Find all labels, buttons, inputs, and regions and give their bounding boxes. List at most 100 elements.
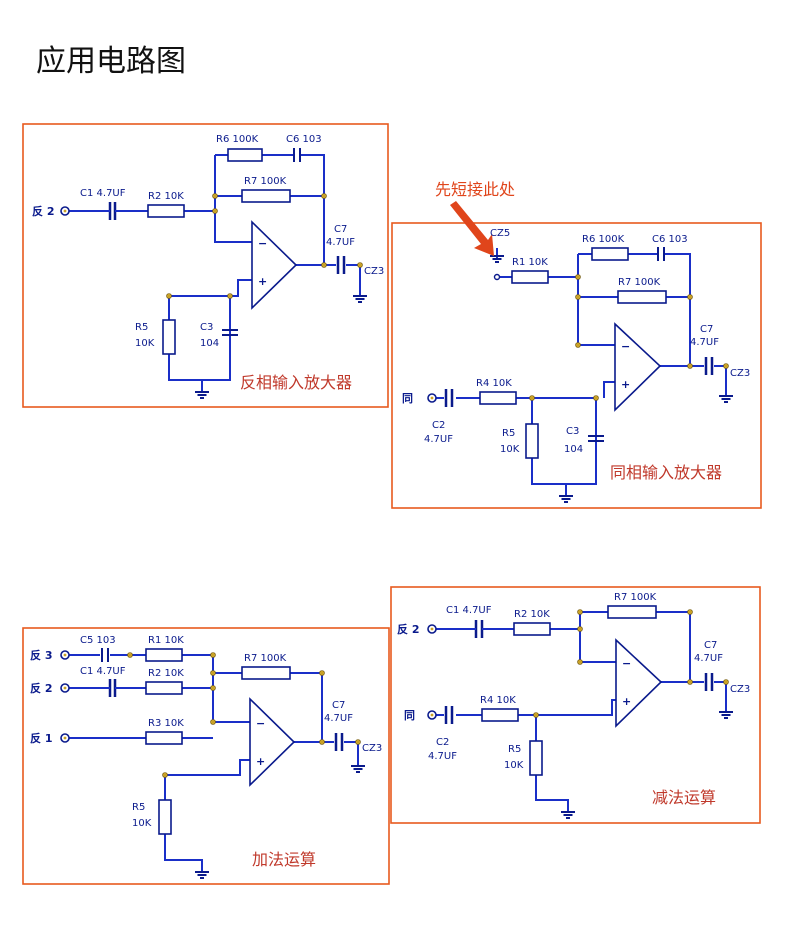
frame xyxy=(22,123,389,408)
label: CZ3 xyxy=(730,368,750,379)
svg-text:−: − xyxy=(256,717,265,730)
op-amp xyxy=(251,220,298,310)
frame xyxy=(22,627,390,885)
label: R5 xyxy=(132,802,145,813)
label: C2 xyxy=(436,737,449,748)
label: CZ3 xyxy=(730,684,750,695)
svg-text:+: + xyxy=(258,275,267,288)
op-amp xyxy=(615,638,663,728)
label: 反 2 xyxy=(32,204,54,218)
capacitor-c1 xyxy=(100,679,124,697)
label: 10K xyxy=(500,444,520,455)
capacitor-c2 xyxy=(444,389,454,407)
label: R5 xyxy=(508,744,521,755)
label: R1 10K xyxy=(148,635,184,646)
label: C7 xyxy=(700,324,713,335)
label: C1 4.7UF xyxy=(446,605,492,616)
label: R5 xyxy=(135,322,148,333)
resistor-r7 xyxy=(241,666,291,680)
label: C1 4.7UF xyxy=(80,666,126,677)
resistor-r4 xyxy=(481,708,519,722)
capacitor-c2 xyxy=(444,706,454,724)
label: R6 100K xyxy=(216,134,259,145)
resistor-r5 xyxy=(525,423,539,459)
svg-text:+: + xyxy=(256,755,265,768)
capacitor-c6 xyxy=(657,247,665,261)
arrow-icon xyxy=(450,201,494,256)
label: 反 2 xyxy=(30,681,52,695)
label: C6 103 xyxy=(286,134,322,145)
resistor-r7 xyxy=(607,605,657,619)
svg-text:−: − xyxy=(622,657,631,670)
label: R1 10K xyxy=(512,257,548,268)
label: 4.7UF xyxy=(326,237,355,248)
label: 4.7UF xyxy=(324,713,353,724)
circuit-caption: 同相输入放大器 xyxy=(610,463,722,482)
svg-text:+: + xyxy=(621,378,630,391)
capacitor-c7 xyxy=(704,357,714,375)
label: R4 10K xyxy=(480,695,516,706)
capacitor-c7 xyxy=(336,256,346,274)
label: 反 2 xyxy=(397,622,419,636)
capacitor-c5 xyxy=(101,648,109,662)
label: R2 10K xyxy=(148,668,184,679)
frame xyxy=(390,586,761,824)
label: R7 100K xyxy=(244,653,287,664)
capacitor-c3 xyxy=(222,329,238,336)
label: R2 10K xyxy=(148,191,184,202)
label: C7 xyxy=(332,700,345,711)
label: C7 xyxy=(704,640,717,651)
op-amp xyxy=(614,322,662,412)
label: C1 4.7UF xyxy=(80,188,126,199)
svg-text:−: − xyxy=(258,237,267,250)
resistor-r6 xyxy=(227,148,263,162)
resistor-r3 xyxy=(145,731,183,745)
op-amp xyxy=(249,697,296,787)
label: 同 xyxy=(402,392,413,405)
label: R6 100K xyxy=(582,234,625,245)
label: C3 xyxy=(200,322,213,333)
capacitor-c1 xyxy=(468,620,492,638)
label: R2 10K xyxy=(514,609,550,620)
label: CZ3 xyxy=(362,743,382,754)
capacitor-c7 xyxy=(704,673,714,691)
label: R4 10K xyxy=(476,378,512,389)
resistor-r1 xyxy=(511,270,549,284)
label: 4.7UF xyxy=(694,653,723,664)
page-title: 应用电路图 xyxy=(36,44,186,79)
resistor-r2 xyxy=(513,622,551,636)
label: R7 100K xyxy=(614,592,657,603)
label: 10K xyxy=(504,760,524,771)
label: R7 100K xyxy=(618,277,661,288)
label: 4.7UF xyxy=(690,337,719,348)
label: C5 103 xyxy=(80,635,116,646)
circuit-caption: 减法运算 xyxy=(652,788,716,807)
subtractor-circuit: −+ 反 2 C1 4.7UF R2 10K R7 100K C7 4.7UF … xyxy=(390,586,761,824)
resistor-r2 xyxy=(147,204,185,218)
circuit-caption: 反相输入放大器 xyxy=(240,373,352,392)
frame xyxy=(391,222,762,509)
adder-circuit: − + 反 3 C5 103 R1 10K 反 2 C1 4.7UF R2 10K… xyxy=(22,627,390,885)
capacitor-c6 xyxy=(293,148,301,162)
label: R3 10K xyxy=(148,718,184,729)
label: 反 1 xyxy=(30,731,52,745)
label: C3 xyxy=(566,426,579,437)
resistor-r4 xyxy=(479,391,517,405)
label: 4.7UF xyxy=(424,434,453,445)
note-text: 先短接此处 xyxy=(435,180,515,199)
label: 10K xyxy=(132,818,152,829)
resistor-r1 xyxy=(145,648,183,662)
capacitor-c1 xyxy=(100,202,124,220)
label: R5 xyxy=(502,428,515,439)
label: 反 3 xyxy=(30,648,52,662)
label: CZ5 xyxy=(490,228,510,239)
resistor-r6 xyxy=(591,247,629,261)
label: 104 xyxy=(200,338,219,349)
resistor-r5 xyxy=(529,740,543,776)
label: 4.7UF xyxy=(428,751,457,762)
label: 104 xyxy=(564,444,583,455)
label: CZ3 xyxy=(364,266,384,277)
label: C2 xyxy=(432,420,445,431)
resistor-r5 xyxy=(158,799,172,835)
